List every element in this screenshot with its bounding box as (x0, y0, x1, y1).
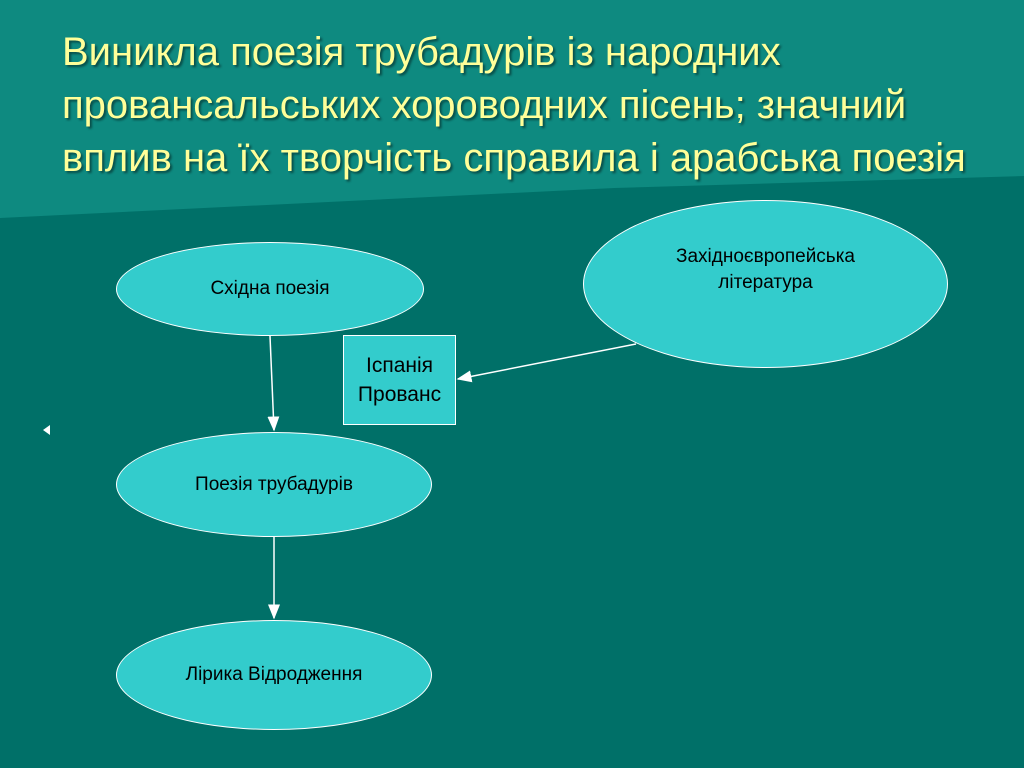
slide-title: Виникла поезія трубадурів із народних пр… (62, 30, 966, 180)
arrow-western-to-spain (456, 343, 637, 383)
bullet-marker-icon (43, 425, 50, 435)
node-troubadour-poetry: Поезія трубадурів (116, 432, 432, 537)
node-renaissance-lyric-label: Лірика Відродження (185, 664, 363, 685)
node-troubadour-poetry-label: Поезія трубадурів (195, 473, 353, 495)
node-eastern-poetry-label: Східна поезія (210, 278, 330, 299)
node-spain-provence: Іспанія Прованс (343, 335, 456, 425)
node-spain-provence-label: Іспанія Прованс (357, 354, 442, 406)
arrow-eastern-to-troubadour (267, 335, 280, 432)
node-western-literature: Західноєвропейська література (583, 200, 948, 368)
node-western-literature-label: Західноєвропейська література (676, 246, 855, 293)
node-renaissance-lyric: Лірика Відродження (116, 620, 432, 730)
node-eastern-poetry: Східна поезія (116, 242, 424, 336)
